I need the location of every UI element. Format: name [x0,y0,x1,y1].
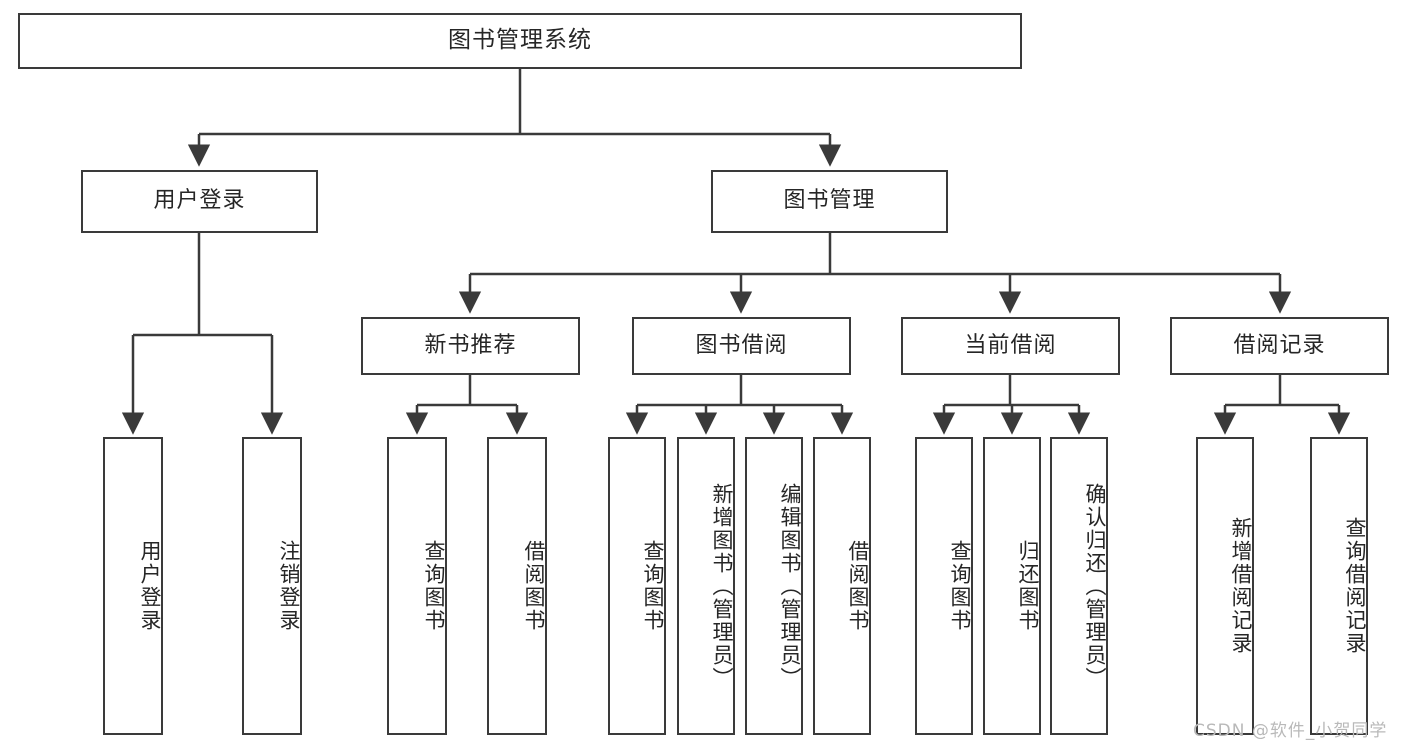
leaf-borrow-book-recommend[interactable]: 借阅图书 [487,437,547,735]
leaf-query-book-current-label: 查询图书 [948,540,972,632]
leaf-query-book-current[interactable]: 查询图书 [915,437,973,735]
csdn-watermark: CSDN @软件_小贺同学 [1193,716,1387,741]
node-current-borrow[interactable]: 当前借阅 [901,317,1120,375]
leaf-add-borrow-record-label: 新增借阅记录 [1229,517,1253,655]
node-current-borrow-label: 当前借阅 [964,332,1057,358]
node-book-manage[interactable]: 图书管理 [711,170,948,233]
leaf-borrow-book[interactable]: 借阅图书 [813,437,871,735]
csdn-watermark-text: CSDN @软件_小贺同学 [1193,721,1388,741]
leaf-confirm-return-admin-label: 确认归还（管理员） [1083,482,1107,690]
node-book-manage-label: 图书管理 [783,188,876,214]
leaf-user-login-label: 用户登录 [138,540,162,632]
leaf-query-book-borrow[interactable]: 查询图书 [608,437,666,735]
leaf-user-logout[interactable]: 注销登录 [242,437,302,735]
node-new-book-recommend[interactable]: 新书推荐 [361,317,580,375]
leaf-query-borrow-record-label: 查询借阅记录 [1343,517,1367,655]
leaf-return-book-label: 归还图书 [1016,540,1040,632]
leaf-query-book-borrow-label: 查询图书 [641,540,665,632]
node-root[interactable]: 图书管理系统 [18,13,1022,69]
leaf-edit-book-admin[interactable]: 编辑图书（管理员） [745,437,803,735]
node-book-borrow[interactable]: 图书借阅 [632,317,851,375]
leaf-user-logout-label: 注销登录 [277,540,301,632]
leaf-return-book[interactable]: 归还图书 [983,437,1041,735]
leaf-add-book-admin[interactable]: 新增图书（管理员） [677,437,735,735]
node-user-login-label: 用户登录 [153,188,246,214]
node-borrow-record[interactable]: 借阅记录 [1170,317,1389,375]
node-borrow-record-label: 借阅记录 [1233,332,1326,358]
leaf-query-borrow-record[interactable]: 查询借阅记录 [1310,437,1368,735]
node-book-borrow-label: 图书借阅 [695,332,788,358]
node-user-login[interactable]: 用户登录 [81,170,318,233]
leaf-edit-book-admin-label: 编辑图书（管理员） [778,482,802,690]
leaf-confirm-return-admin[interactable]: 确认归还（管理员） [1050,437,1108,735]
node-root-label: 图书管理系统 [448,27,592,54]
leaf-borrow-book-label: 借阅图书 [846,540,870,632]
leaf-add-borrow-record[interactable]: 新增借阅记录 [1196,437,1254,735]
leaf-query-book-recommend-label: 查询图书 [422,540,446,632]
leaf-add-book-admin-label: 新增图书（管理员） [710,482,734,690]
leaf-query-book-recommend[interactable]: 查询图书 [387,437,447,735]
node-new-book-recommend-label: 新书推荐 [424,332,517,358]
leaf-borrow-book-recommend-label: 借阅图书 [522,540,546,632]
leaf-user-login[interactable]: 用户登录 [103,437,163,735]
